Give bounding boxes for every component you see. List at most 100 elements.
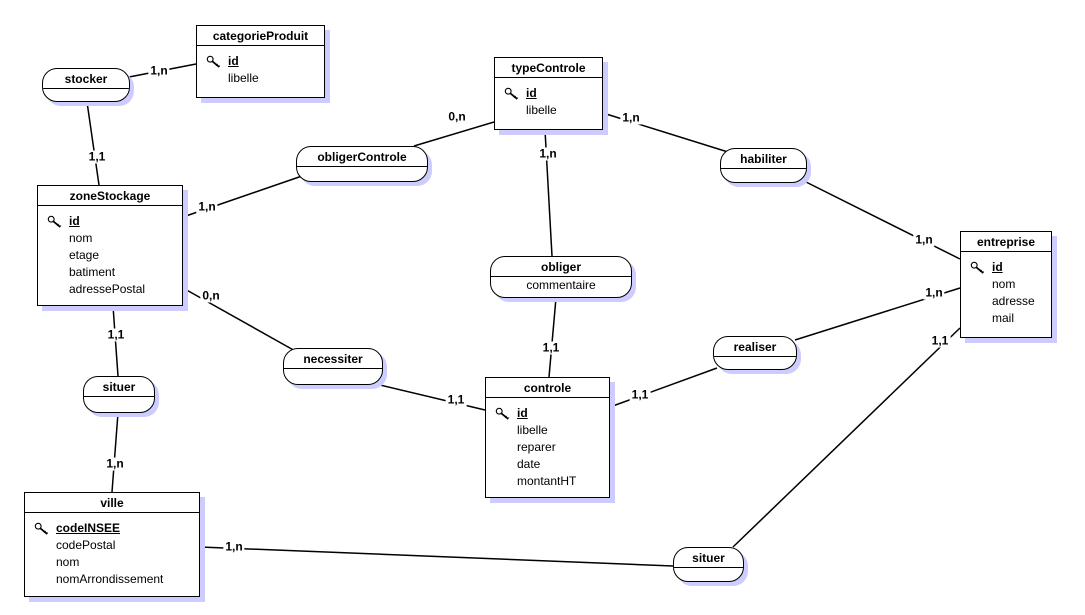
line-necessiter-controle (379, 384, 486, 411)
entity-attributes: codeINSEE codePostal nom nomArrondisseme… (25, 513, 199, 594)
cardinality-label: 1,n (196, 199, 218, 214)
attribute-row: nomArrondissement (34, 571, 195, 588)
attribute-row: batiment (47, 264, 178, 281)
cardinality-label: 1,1 (105, 327, 127, 342)
attribute-row: montantHT (495, 473, 605, 490)
attribute-row: adressePostal (47, 281, 178, 298)
entity-categorieProduit[interactable]: categorieProduit id libelle (196, 25, 325, 98)
attribute-row: libelle (504, 102, 598, 119)
cardinality-label: 1,n (148, 63, 170, 78)
attribute-name: date (517, 457, 541, 471)
line-habiliter-entreprise (799, 178, 961, 260)
cardinality-label: 1,1 (540, 340, 562, 355)
key-icon (970, 261, 986, 279)
association-title: stocker (43, 69, 129, 89)
line-ville-situer2 (199, 546, 674, 567)
cardinality-label: 1,1 (86, 149, 108, 164)
association-attribute: commentaire (526, 278, 596, 292)
attribute-row-pk: id (970, 259, 1047, 276)
association-realiser[interactable]: realiser (713, 336, 797, 370)
cardinality-label: 1,n (223, 539, 245, 554)
association-attributes (284, 369, 382, 382)
attribute-name: nom (992, 277, 1016, 291)
attribute-row-pk: codeINSEE (34, 520, 195, 537)
cardinality-label: 1,n (620, 110, 642, 125)
association-title: obliger (491, 257, 631, 277)
entity-attributes: id libelle (495, 78, 602, 125)
attribute-name: adressePostal (69, 282, 146, 296)
attribute-name: montantHT (517, 474, 577, 488)
association-habiliter[interactable]: habiliter (720, 148, 807, 183)
attribute-name: nomArrondissement (56, 572, 164, 586)
entity-zoneStockage[interactable]: zoneStockage id nom etage batiment adres… (37, 185, 183, 306)
attribute-row: mail (970, 310, 1047, 327)
entity-entreprise[interactable]: entreprise id nom adresse mail (960, 231, 1052, 338)
line-stocker-zoneStockage (86, 101, 100, 186)
key-icon (495, 407, 511, 425)
association-title: situer (674, 548, 743, 568)
entity-title: typeControle (495, 58, 602, 78)
entity-ville[interactable]: ville codeINSEE codePostal nom nomArrond… (24, 492, 200, 597)
attribute-row: libelle (495, 422, 605, 439)
entity-attributes: id libelle reparer date montantHT (486, 398, 609, 496)
association-attributes (714, 357, 796, 369)
entity-typeControle[interactable]: typeControle id libelle (494, 57, 603, 130)
cardinality-label: 1,1 (629, 387, 651, 402)
association-title: habiliter (721, 149, 806, 169)
cardinality-label: 1,n (913, 232, 935, 247)
entity-title: entreprise (961, 232, 1051, 252)
association-obliger[interactable]: obliger commentaire (490, 256, 632, 298)
association-situer-ville[interactable]: situer (83, 376, 155, 413)
attribute-row: reparer (495, 439, 605, 456)
entity-controle[interactable]: controle id libelle reparer date montant… (485, 377, 610, 498)
attribute-row: date (495, 456, 605, 473)
cardinality-label: 1,1 (445, 392, 467, 407)
association-situer-entreprise[interactable]: situer (673, 547, 744, 582)
association-attributes (297, 167, 427, 180)
association-attributes (43, 89, 129, 101)
entity-attributes: id libelle (197, 46, 324, 93)
association-necessiter[interactable]: necessiter (283, 348, 383, 385)
cardinality-label: 1,n (923, 285, 945, 300)
entity-title: controle (486, 378, 609, 398)
association-attributes (674, 568, 743, 581)
attribute-row: nom (47, 230, 178, 247)
attribute-row: libelle (206, 70, 320, 87)
attribute-row-pk: id (206, 53, 320, 70)
line-obliger-controle (548, 297, 557, 378)
line-controle-realiser (609, 367, 718, 408)
key-icon (206, 55, 222, 73)
association-attributes (84, 397, 154, 410)
association-title: situer (84, 377, 154, 397)
entity-title: zoneStockage (38, 186, 182, 206)
cardinality-label: 1,n (104, 456, 126, 471)
association-attributes: commentaire (491, 277, 631, 294)
attribute-name: nom (56, 555, 80, 569)
attribute-row-pk: id (504, 85, 598, 102)
entity-title: ville (25, 493, 199, 513)
cardinality-label: 1,n (537, 146, 559, 161)
line-situer2-entreprise (732, 327, 961, 548)
association-stocker[interactable]: stocker (42, 68, 130, 102)
attribute-name: id (517, 406, 528, 420)
entity-attributes: id nom etage batiment adressePostal (38, 206, 182, 304)
attribute-row: nom (34, 554, 195, 571)
attribute-name: batiment (69, 265, 116, 279)
attribute-name: etage (69, 248, 100, 262)
association-attributes (721, 169, 806, 182)
attribute-name: libelle (517, 423, 548, 437)
line-obligerControle-typeControle (413, 121, 495, 147)
attribute-name: nom (69, 231, 93, 245)
attribute-name: reparer (517, 440, 556, 454)
attribute-row: adresse (970, 293, 1047, 310)
attribute-name: mail (992, 311, 1015, 325)
key-icon (34, 522, 50, 540)
cardinality-label: 0,n (200, 288, 222, 303)
association-obligerControle[interactable]: obligerControle (296, 146, 428, 182)
entity-title: categorieProduit (197, 26, 324, 46)
line-situer-ville (111, 412, 119, 493)
attribute-name: id (526, 86, 537, 100)
association-title: necessiter (284, 349, 382, 369)
attribute-name: codePostal (56, 538, 116, 552)
